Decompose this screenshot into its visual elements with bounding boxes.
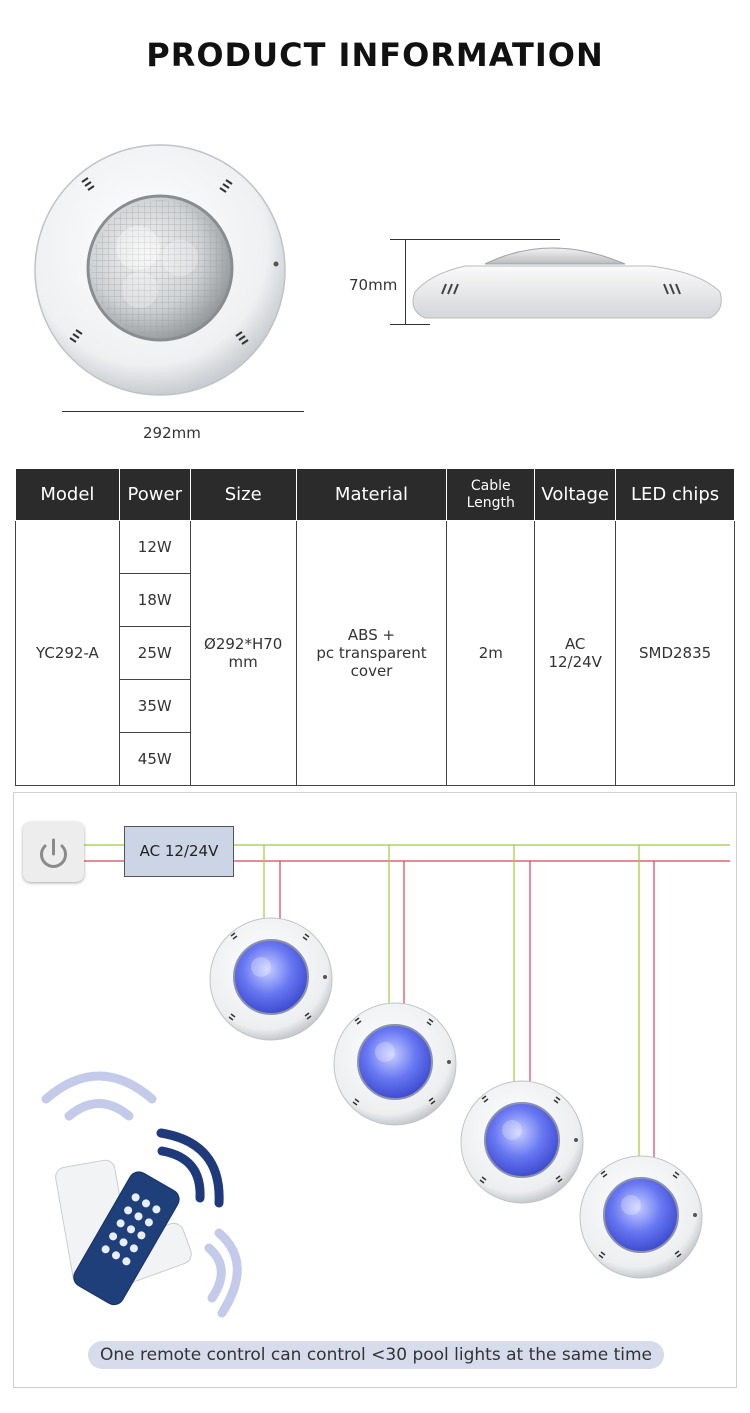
cell-model: YC292-A [15, 520, 120, 786]
power-supply-box: AC 12/24V [124, 826, 234, 877]
cell-power: 12W [118, 520, 191, 574]
wiring-diagram [41, 844, 730, 1318]
table-row: 35W [16, 679, 735, 733]
page-title: PRODUCT INFORMATION [146, 36, 604, 74]
height-dim-bottom [390, 324, 430, 325]
height-dimension-label: 70mm [349, 276, 398, 294]
cell-power: 45W [118, 732, 191, 786]
width-dimension-label: 292mm [143, 424, 201, 442]
remote-control-icon [41, 1071, 242, 1318]
light-side-view [412, 247, 722, 319]
cell-voltage: AC 12/24V [534, 520, 617, 786]
header-cable-length: Cable Length [446, 468, 536, 521]
wiring-diagram-frame [13, 792, 737, 1388]
table-row: 18W [16, 573, 735, 627]
power-icon [40, 838, 67, 868]
cell-material-line3: cover [350, 662, 393, 680]
header-cable-length-text: Cable Length [466, 477, 515, 511]
remote-caption: One remote control can control <30 pool … [88, 1341, 664, 1369]
cell-led-chips: SMD2835 [615, 520, 735, 786]
cell-material-line1: ABS + [347, 626, 396, 644]
cell-size-line2: mm [228, 653, 258, 671]
cell-power: 25W [118, 626, 191, 680]
header-material: Material [295, 468, 448, 521]
height-dim-vertical [405, 239, 406, 324]
height-dim-top [390, 239, 560, 240]
width-dimension-line [62, 411, 304, 412]
light-front-view [34, 144, 286, 396]
power-switch[interactable] [23, 822, 84, 882]
header-led-chips: LED chips [615, 468, 735, 521]
header-voltage: Voltage [534, 468, 617, 521]
cell-material: ABS + pc transparent cover [295, 520, 448, 786]
spec-table: Model Power Size Material Cable Length V… [15, 468, 735, 786]
cell-material-line2: pc transparent [316, 644, 427, 662]
header-power: Power [118, 468, 191, 521]
table-header-row: Model Power Size Material Cable Length V… [15, 468, 735, 521]
header-size: Size [189, 468, 297, 521]
header-model: Model [15, 468, 120, 521]
table-row: YC292-A 12W Ø292*H70 mm ABS + pc transpa… [15, 520, 735, 786]
table-row: 45W [16, 732, 735, 786]
cell-power: 35W [118, 679, 191, 733]
cell-size: Ø292*H70 mm [189, 520, 297, 786]
cell-size-line1: Ø292*H70 [204, 635, 283, 653]
cell-power: 18W [118, 573, 191, 627]
cell-cable-length: 2m [446, 520, 536, 786]
